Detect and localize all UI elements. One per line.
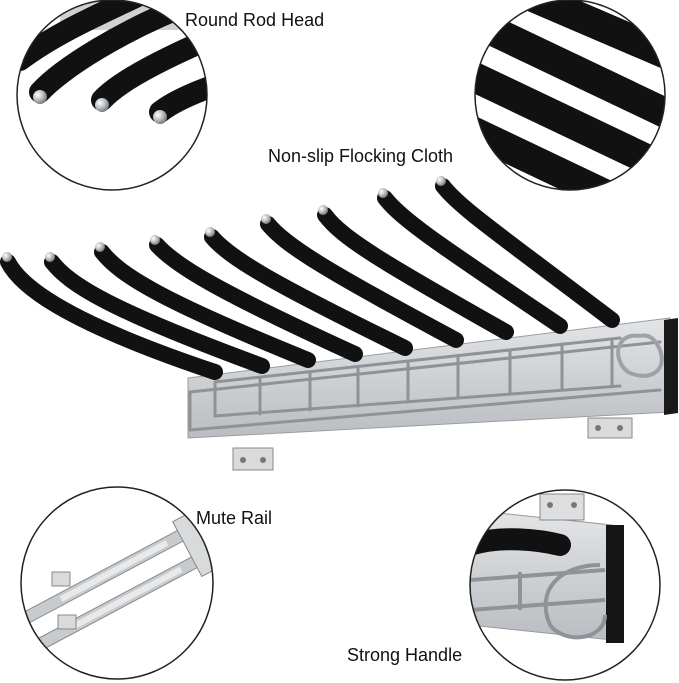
ball-head (261, 214, 271, 224)
rod-8 (377, 190, 568, 334)
rod-9 (435, 178, 620, 328)
ball-head (205, 227, 215, 237)
mount-plate-right (587, 417, 633, 439)
rod-2 (44, 254, 270, 374)
detail-flocking-cloth (474, 0, 666, 191)
label-strong-handle: Strong Handle (347, 645, 463, 665)
rod-1 (0, 254, 223, 380)
rod-6 (260, 216, 464, 348)
rack-handle (616, 333, 664, 378)
label-round-rod-head: Round Rod Head (185, 10, 325, 30)
ball-head (95, 242, 105, 252)
ball-head (150, 235, 160, 245)
rods (0, 178, 620, 380)
ball-head (2, 252, 12, 262)
ball-head (318, 205, 328, 215)
detail-strong-handle (469, 489, 661, 681)
label-non-slip-flocking-cloth: Non-slip Flocking Cloth (268, 146, 454, 166)
rod-3 (94, 244, 316, 368)
rod-heads (2, 176, 446, 262)
rod-5 (204, 229, 413, 356)
rod-7 (317, 207, 514, 340)
ball-head (45, 252, 55, 262)
ball-head (436, 176, 446, 186)
label-mute-rail: Mute Rail (196, 508, 273, 528)
chrome-frame (188, 336, 662, 432)
rod-4 (149, 237, 363, 362)
main-towel-rack (0, 176, 678, 471)
rail-end-cap (664, 318, 678, 415)
mount-plate-left (232, 447, 274, 471)
ball-head (378, 188, 388, 198)
detail-mute-rail (20, 486, 214, 680)
